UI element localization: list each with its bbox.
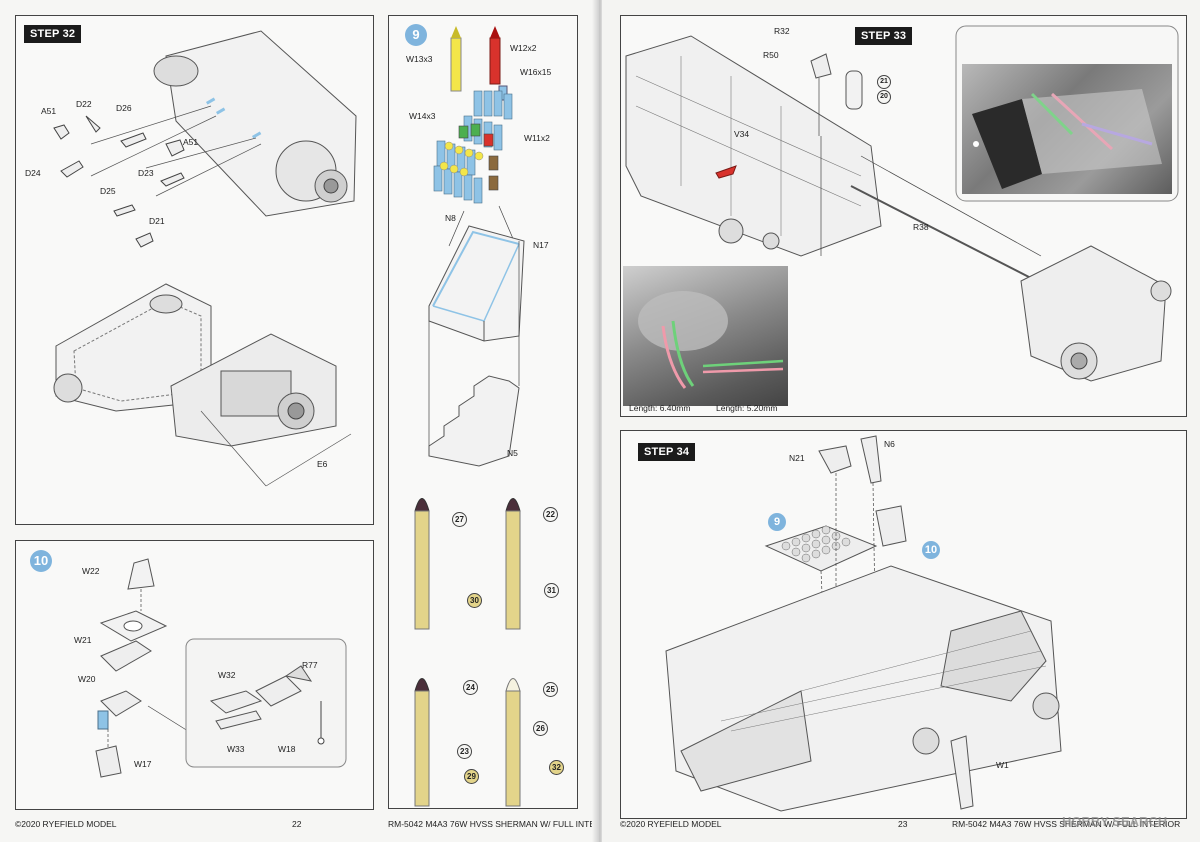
part-label-r38: R38	[913, 222, 929, 232]
footer-copyright-left: ©2020 RYEFIELD MODEL	[15, 819, 117, 829]
footer-page-number-left: 22	[292, 819, 302, 829]
part-label-w20: W20	[78, 674, 96, 684]
mark-25: 25	[543, 682, 558, 697]
mark-21: 21	[877, 75, 891, 89]
detail-photo-bottom	[623, 266, 788, 406]
part-label-d26: D26	[116, 103, 132, 113]
footer-product-right: RM-5042 M4A3 76W HVSS SHERMAN W/ FULL IN…	[952, 819, 1181, 829]
step32-drawing	[53, 30, 357, 487]
part-label-n8: N8	[445, 213, 456, 223]
mark-29: 29	[464, 769, 479, 784]
mark-26: 26	[533, 721, 548, 736]
mark-22: 22	[543, 507, 558, 522]
step9-badge: 9	[405, 24, 427, 46]
step33-panel: STEP 33	[620, 15, 1187, 417]
footer-page-number-right: 23	[898, 819, 908, 829]
part-label-w32: W32	[218, 670, 236, 680]
part-label-w18: W18	[278, 744, 296, 754]
part-label-r32: R32	[774, 26, 790, 36]
ammo-shells	[414, 498, 521, 807]
step34-label: STEP 34	[638, 443, 696, 461]
part-label-w11x2: W11x2	[524, 133, 550, 143]
step34-panel: STEP 34	[620, 430, 1187, 819]
mark-31: 31	[544, 583, 559, 598]
part-label-r77: R77	[302, 660, 318, 670]
part-label-d24: D24	[25, 168, 41, 178]
footer-copyright-right: ©2020 RYEFIELD MODEL	[620, 819, 722, 829]
mark-32: 32	[549, 760, 564, 775]
step34-badge-9: 9	[768, 513, 786, 531]
mark-23: 23	[457, 744, 472, 759]
part-label-r50: R50	[763, 50, 779, 60]
part-label-v34: V34	[734, 129, 750, 139]
mark-24: 24	[463, 680, 478, 695]
part-label-n5: N5	[507, 448, 518, 458]
part-label-w17: W17	[134, 759, 152, 769]
part-label-w14x3: W14x3	[409, 111, 436, 121]
part-label-n21: N21	[789, 453, 805, 463]
step9-drawing	[414, 26, 525, 807]
step32-label: STEP 32	[24, 25, 82, 43]
mark-30: 30	[467, 593, 482, 608]
part-label-a51-left: A51	[41, 106, 57, 116]
part-label-d22: D22	[76, 99, 92, 109]
part-label-e6: E6	[317, 459, 328, 469]
page-22: STEP 32	[0, 0, 616, 842]
mark-27: 27	[452, 512, 467, 527]
part-label-w1: W1	[996, 760, 1009, 770]
part-label-w33: W33	[227, 744, 245, 754]
part-label-w16x15: W16x15	[520, 67, 552, 77]
part-label-d21: D21	[149, 216, 165, 226]
detail-photo-top	[962, 64, 1172, 194]
step34-badge-10: 10	[922, 541, 940, 559]
part-label-n6: N6	[884, 439, 895, 449]
step10-drawing	[95, 558, 347, 778]
step33-label: STEP 33	[855, 27, 913, 45]
part-label-d23: D23	[138, 168, 154, 178]
footer-product-left: RM-5042 M4A3 76W HVSS SHERMAN W/ FULL IN…	[388, 819, 617, 829]
part-label-n17: N17	[533, 240, 549, 250]
photo-caption-length-1: Length: 6.40mm	[629, 403, 691, 413]
step34-drawing	[665, 435, 1062, 812]
part-label-a51-right: A51	[183, 137, 199, 147]
part-label-d25: D25	[100, 186, 116, 196]
hobby-search-watermark: HOBBY SEARCH	[1062, 814, 1168, 829]
step32-panel: STEP 32	[15, 15, 374, 525]
part-label-w12x2: W12x2	[510, 43, 537, 53]
page-23: STEP 33	[602, 0, 1200, 842]
mark-20: 20	[877, 90, 891, 104]
step10-panel: 10 W22 W21	[15, 540, 374, 810]
part-label-w13x3: W13x3	[406, 54, 433, 64]
step9-panel: 9	[388, 15, 578, 809]
part-label-w21: W21	[74, 635, 92, 645]
part-label-w22: W22	[82, 566, 100, 576]
photo-caption-length-2: Length: 5.20mm	[716, 403, 778, 413]
step10-badge: 10	[30, 550, 52, 572]
